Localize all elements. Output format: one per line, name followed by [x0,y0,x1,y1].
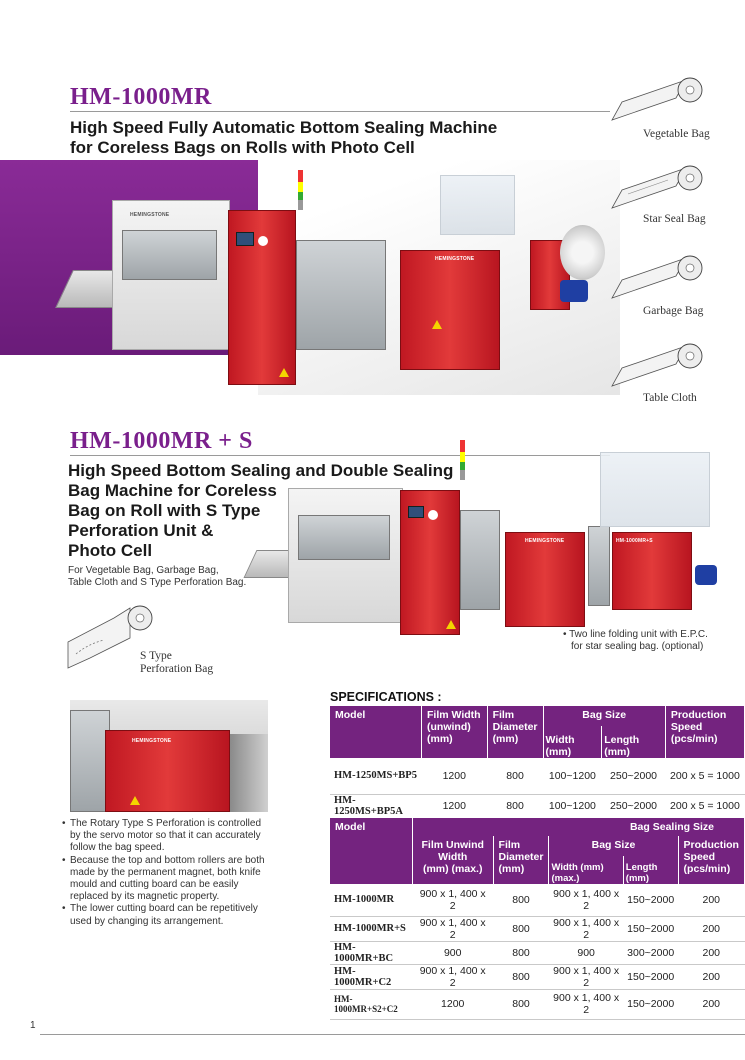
bag-label-garbage: Garbage Bag [643,305,704,317]
folding-note-line2: for star sealing bag. (optional) [571,641,704,652]
col-length: Length (mm) [601,726,666,758]
feature-item: The lower cutting board can be repetitiv… [62,903,274,927]
machine-photo-hm1000mr: HEMINGSTONE HEMINGSTONE [55,170,620,395]
features-list: The Rotary Type S Perforation is control… [62,818,274,928]
specifications-heading: SPECIFICATIONS : [330,690,442,704]
col-model: Model [330,706,422,758]
logo-badge-icon [258,236,268,246]
section2-description-line1: For Vegetable Bag, Garbage Bag, [68,565,219,576]
closeup-cabinet-red [105,730,230,812]
control-screen-icon [236,232,254,246]
section2-subtitle-line5: Photo Cell [68,541,153,560]
machine-photo-hm1000mr-s: HEMINGSTONE HM-1000MR+S [243,440,720,635]
closeup-warning-icon [130,796,140,805]
control-screen-icon-2 [408,506,424,518]
perforation-unit-closeup-photo: HEMINGSTONE [70,700,268,812]
section2-subtitle-line2: Bag Machine for Coreless [68,481,277,500]
section2-subtitle-line4: Perforation Unit & [68,521,214,540]
col-length-2: Length (mm) [623,856,679,884]
closeup-roller [230,734,268,812]
col-blank [330,836,413,884]
sealing-cabinet-red [400,250,500,370]
footer-rule [40,1034,745,1035]
perforation-label-line1: S Type [140,650,172,662]
star-seal-bag-roll-icon [608,160,708,215]
closeup-frame [70,710,110,812]
brand-plate-left: HEMINGSTONE [130,212,170,218]
section2-divider [70,455,610,456]
closeup-brand-plate: HEMINGSTONE [132,738,172,744]
table-row: HM-1000MR+C2 900 x 1, 400 x 2 800 900 x … [330,964,745,990]
table-row: HM-1000MR 900 x 1, 400 x 2 800 900 x 1, … [330,884,745,917]
model-plate: HM-1000MR+S [616,538,653,544]
logo-badge-icon-2 [428,510,438,520]
brand-plate-center: HEMINGSTONE [435,256,475,262]
bag-label-vegetable: Vegetable Bag [643,128,710,140]
vegetable-bag-roll-icon [608,72,708,127]
brand-plate-section2: HEMINGSTONE [525,538,565,544]
warning-sign-icon [279,368,289,377]
s-type-perforation-bag-roll-icon [64,598,164,670]
control-box [588,526,610,606]
bag-label-table-cloth: Table Cloth [643,392,697,404]
table-row: HM-1250MS+BP5A 1200 800 100~1200 250~200… [330,794,745,819]
table-row: HM-1000MR+BC 900 800 900 300~2000 200 [330,941,745,965]
feature-item: The Rotary Type S Perforation is control… [62,818,274,855]
section2-subtitle-line3: Bag on Roll with S Type [68,501,261,520]
sealing-cabinet-red-2 [505,532,585,627]
section2-description-line2: Table Cloth and S Type Perforation Bag. [68,577,247,588]
plastic-bag-stack [440,175,515,235]
roller-assembly-2 [298,515,390,560]
roller-assembly [122,230,217,280]
col-bag-size-2: Bag Size [548,836,679,856]
section2-model-title: HM-1000MR + S [70,428,253,454]
perforation-label-line2: Perforation Bag [140,663,214,675]
sealing-frame-2 [460,510,500,610]
section2-subtitle-line1: High Speed Bottom Sealing and Double Sea… [68,461,454,480]
signal-tower-2 [460,440,465,480]
table-row: HM-1000MR+S 900 x 1, 400 x 2 800 900 x 1… [330,916,745,942]
perforation-cabinet-red [612,532,692,610]
feature-item: Because the top and bottom rollers are b… [62,855,274,904]
film-roll [560,225,605,280]
page-number: 1 [30,1020,36,1031]
table-row: HM-1250MS+BP5 1200 800 100~1200 250~2000… [330,758,745,795]
col-bag-size: Bag Size [543,706,666,726]
motor [560,280,588,302]
garbage-bag-roll-icon [608,250,708,305]
col-film-width: Film Width(unwind)(mm) [421,706,488,758]
section1-subtitle-line2: for Coreless Bags on Rolls with Photo Ce… [70,138,415,157]
motor-2 [695,565,717,585]
bag-label-star-seal: Star Seal Bag [643,213,706,225]
table-row: HM-1000MR+S2+C2 1200 800 900 x 1, 400 x … [330,989,745,1020]
sealing-frame [296,240,386,350]
col-width: Width (mm) [543,726,603,758]
folding-note-line1: • Two line folding unit with E.P.C. [563,629,708,640]
col-width-2: Width (mm)(max.) [548,856,624,884]
signal-tower [298,170,303,210]
section1-model-title: HM-1000MR [70,84,212,110]
section1-divider [70,111,610,112]
plastic-bag-stack-2 [600,452,710,527]
section1-subtitle-line1: High Speed Fully Automatic Bottom Sealin… [70,118,498,137]
table-cloth-roll-icon [608,338,708,393]
warning-sign-icon-3 [446,620,456,629]
col-bag-sealing-size: Bag Sealing Size [412,818,745,836]
warning-sign-icon-2 [432,320,442,329]
col-model-2: Model [330,818,413,836]
